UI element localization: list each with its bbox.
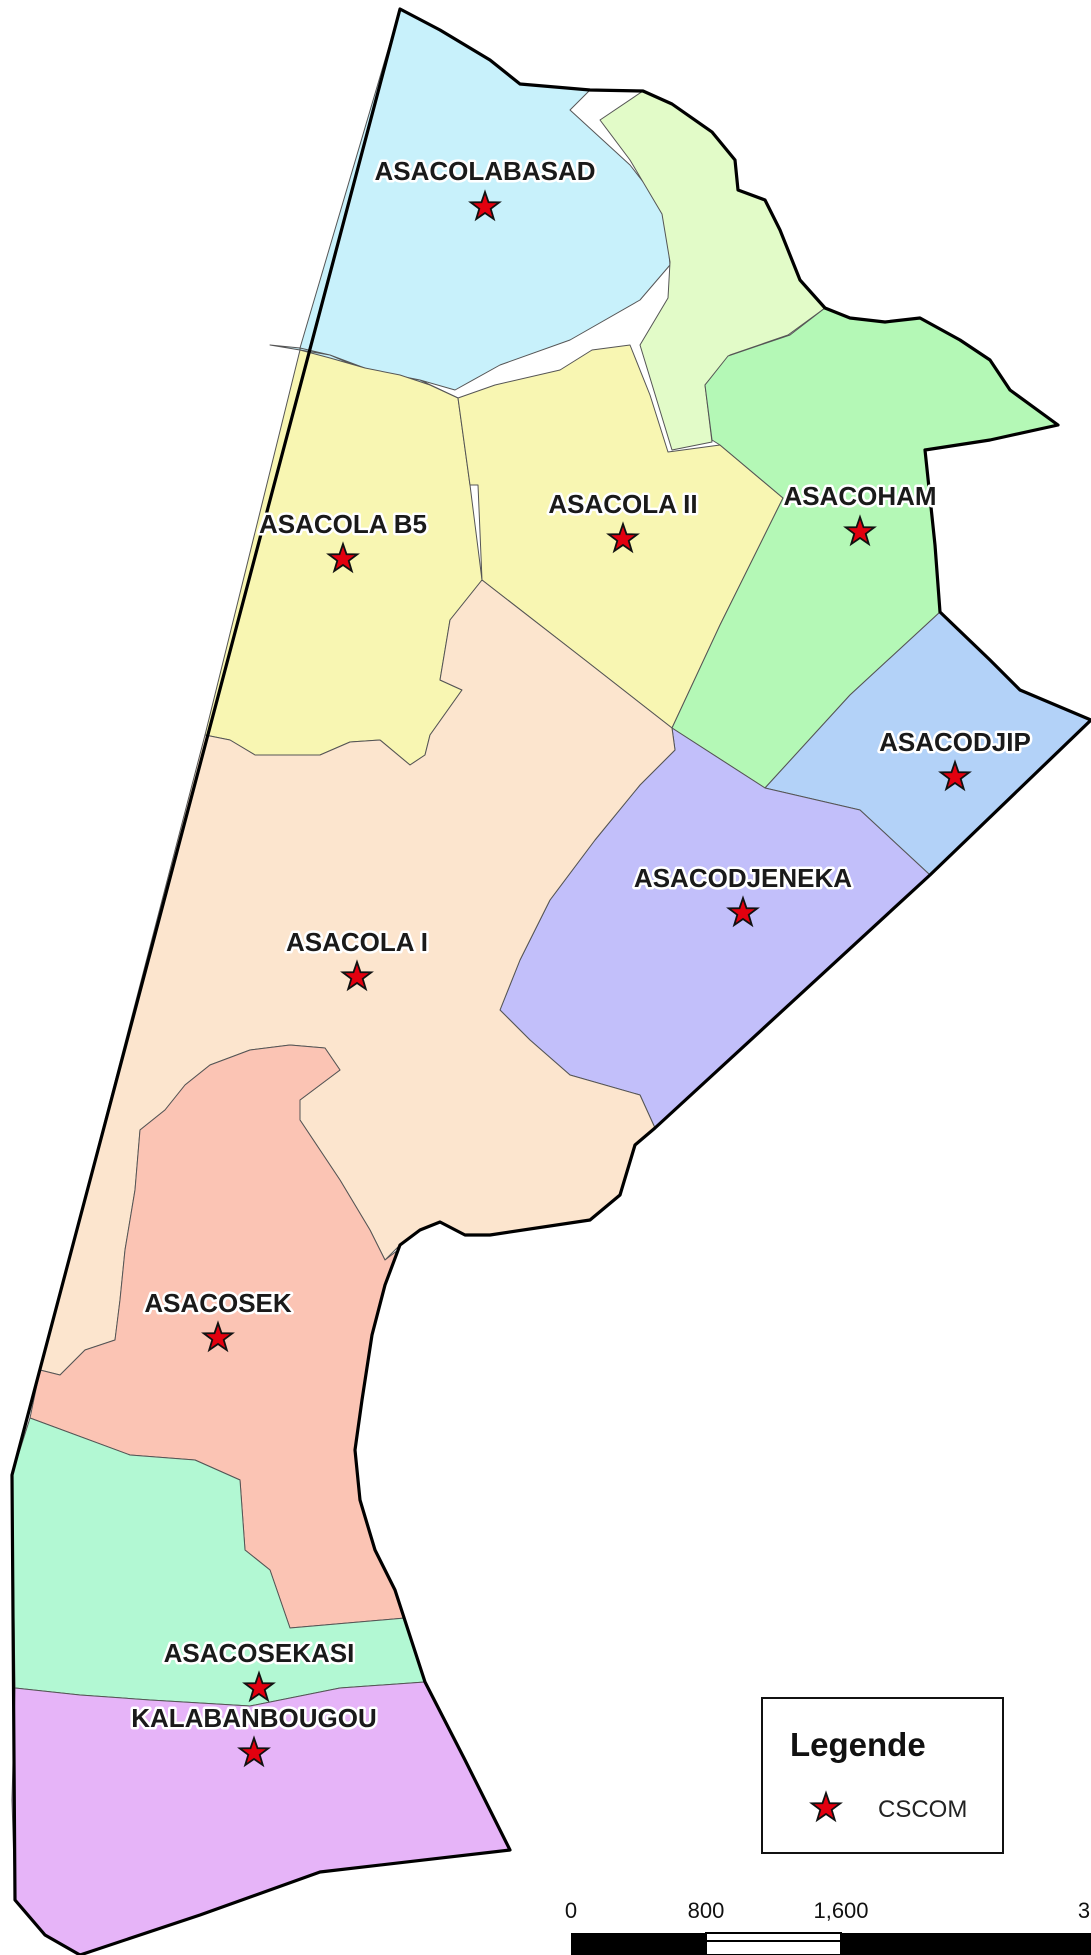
- zone-label-asacola-i: ASACOLA I: [286, 927, 428, 957]
- map-boundary: [10, 7, 1091, 1955]
- zone-label-asacolabasad: ASACOLABASAD: [375, 156, 596, 186]
- scale-segment: [705, 1940, 842, 1955]
- zone-label-asacoham: ASACOHAM: [783, 481, 936, 511]
- zone-label-asacosek: ASACOSEK: [144, 1288, 292, 1318]
- scale-tick-label: 800: [688, 1898, 725, 1923]
- zone-label-asacodjip: ASACODJIP: [879, 727, 1031, 757]
- scale-bar: 0 800 1,600 3: [565, 1898, 1091, 1955]
- scale-segment: [841, 1933, 1091, 1941]
- zone-label-asacola-b5: ASACOLA B5: [259, 509, 427, 539]
- scale-tick-label: 0: [565, 1898, 577, 1923]
- zone-label-group: ASACOLABASAD ASACOLA B5 ASACOLA II ASACO…: [129, 154, 1033, 1766]
- scale-segment: [571, 1933, 706, 1941]
- legend-box: [761, 1697, 1004, 1854]
- legend-item-label: CSCOM: [878, 1796, 967, 1823]
- scale-tick-label: 1,600: [813, 1898, 868, 1923]
- zone-label-asacola-ii: ASACOLA II: [548, 489, 697, 519]
- zone-label-kalabanbougou: KALABANBOUGOU: [131, 1703, 377, 1733]
- zone-asacolabasad[interactable]: [269, 8, 671, 401]
- legend: Legende CSCOM: [761, 1697, 1004, 1854]
- zone-label-asacosekasi: ASACOSEKASI: [164, 1638, 355, 1668]
- scale-tick-label: 3: [1078, 1898, 1090, 1923]
- zone-label-asacodjeneka: ASACODJENEKA: [634, 863, 852, 893]
- legend-title: Legende: [790, 1726, 926, 1763]
- scale-segment: [705, 1932, 842, 1942]
